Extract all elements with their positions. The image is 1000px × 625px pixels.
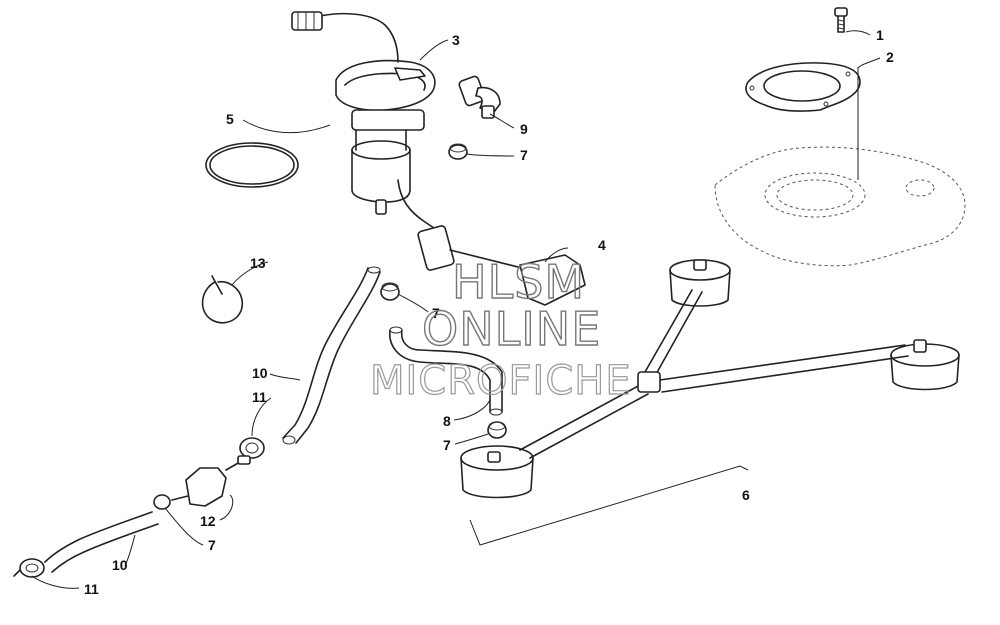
fuel-pump-module — [291, 11, 441, 233]
callout-4: 4 — [598, 237, 606, 253]
callout-7-filter: 7 — [208, 537, 216, 553]
mounting-bolt — [834, 7, 848, 33]
collar-upper — [448, 143, 468, 160]
callout-11-lower: 11 — [84, 581, 99, 597]
hose-clamp-upper — [239, 437, 265, 459]
watermark: HLSM ONLINE MICROFICHE — [369, 254, 632, 404]
hose-upper-left — [282, 266, 381, 445]
leader-lines — [31, 30, 881, 589]
watermark-line-1: HLSM — [452, 255, 585, 309]
fuel-tank-outline — [714, 146, 966, 267]
callout-11-upper: 11 — [252, 389, 267, 405]
callout-labels: 1 2 3 4 5 6 7 7 7 7 8 9 10 10 11 11 12 1… — [84, 27, 894, 597]
callout-10-lower: 10 — [112, 557, 128, 573]
callout-5: 5 — [226, 111, 234, 127]
collar-middle — [380, 282, 400, 301]
callout-7-lower: 7 — [443, 437, 451, 453]
callout-3: 3 — [452, 32, 460, 48]
callout-7-middle: 7 — [432, 305, 440, 321]
hose-clamp-lower — [13, 558, 45, 578]
tank-gasket-plate — [745, 62, 861, 112]
watermark-line-3: MICROFICHE — [370, 358, 632, 404]
callout-7-upper: 7 — [520, 147, 528, 163]
fuel-level-sender — [417, 225, 586, 306]
hose-center — [389, 326, 503, 416]
seal-ring — [205, 142, 299, 188]
callout-9: 9 — [520, 121, 528, 137]
callout-12: 12 — [200, 513, 216, 529]
hose-lower-left — [44, 511, 159, 573]
callout-13: 13 — [250, 255, 266, 271]
watermark-line-2: ONLINE — [422, 302, 601, 356]
collar-filter — [153, 494, 171, 510]
callout-6: 6 — [742, 487, 750, 503]
collar-lower — [487, 421, 507, 439]
callout-2: 2 — [886, 49, 894, 65]
callout-8: 8 — [443, 413, 451, 429]
pickup-assembly — [460, 259, 960, 546]
hose-clamp — [201, 275, 243, 324]
callout-1: 1 — [876, 27, 884, 43]
callout-10-upper: 10 — [252, 365, 268, 381]
inline-fuel-filter — [171, 455, 251, 507]
elbow-fitting — [458, 75, 501, 119]
